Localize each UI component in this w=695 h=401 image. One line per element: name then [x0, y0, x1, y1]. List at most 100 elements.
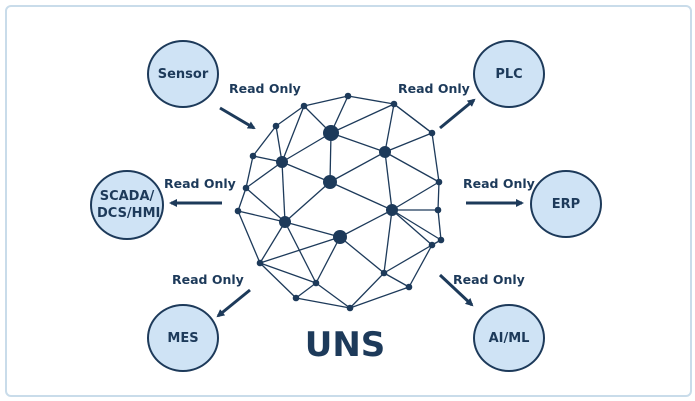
mesh-edge — [384, 132, 433, 153]
mesh-edge — [339, 209, 393, 238]
mes-connection-label: Read Only — [172, 272, 244, 287]
mesh-edge — [281, 161, 331, 183]
sensor-label: Sensor — [157, 66, 209, 82]
mesh-node — [434, 206, 442, 214]
mesh-node — [323, 175, 337, 189]
mesh-edge — [330, 103, 395, 134]
mesh-edges — [237, 95, 442, 309]
mesh-edge — [259, 236, 341, 264]
mesh-edge — [237, 187, 247, 212]
aiml-arrow — [438, 273, 474, 307]
mesh-node — [435, 178, 443, 186]
mesh-edge — [259, 262, 297, 299]
mesh-edge — [284, 181, 331, 223]
uns-title: UNS — [304, 325, 386, 365]
mesh-node — [276, 156, 288, 168]
sensor-arrow — [219, 106, 256, 130]
mesh-edge — [349, 272, 385, 309]
mesh-node — [344, 92, 352, 100]
mesh-edge — [391, 209, 433, 246]
mesh-edge — [303, 95, 349, 107]
mesh-edge — [437, 181, 440, 211]
erp-label: ERP — [551, 196, 581, 212]
scada-label: SCADA/ DCS/HMI — [97, 189, 161, 221]
mesh-edge — [329, 151, 386, 183]
mesh-edge — [252, 125, 277, 157]
mesh-node — [386, 204, 398, 216]
erp-node: ERP — [530, 170, 602, 238]
aiml-label: AI/ML — [488, 330, 530, 346]
mesh-edge — [245, 187, 286, 223]
mesh-node — [279, 216, 291, 228]
mesh-node — [346, 304, 354, 312]
mesh-node — [312, 279, 320, 287]
aiml-connection-label: Read Only — [453, 272, 525, 287]
mes-label: MES — [167, 330, 199, 346]
mesh-node — [390, 100, 398, 108]
mesh-node — [292, 294, 300, 302]
mesh-edge — [408, 244, 433, 288]
mesh-edge — [275, 105, 305, 127]
mesh-node — [333, 230, 347, 244]
mesh-edge — [391, 209, 442, 241]
mesh-edge — [275, 125, 283, 163]
mesh-edge — [281, 132, 332, 163]
mesh-edge — [295, 297, 351, 309]
mesh-node — [234, 207, 242, 215]
mesh-edge — [393, 103, 433, 134]
mesh-edge — [237, 210, 286, 223]
plc-connection-label: Read Only — [398, 81, 470, 96]
mesh-edge — [347, 95, 395, 105]
mesh-edge — [315, 236, 341, 284]
mesh-edge — [431, 132, 440, 183]
plc-arrow — [439, 98, 476, 130]
mesh-edge — [245, 155, 254, 189]
mesh-edge — [384, 151, 440, 183]
mes-node: MES — [147, 304, 219, 372]
mesh-node — [249, 152, 257, 160]
mesh-edge — [284, 221, 317, 284]
mesh-dots — [234, 92, 445, 312]
mesh-node — [323, 125, 339, 141]
mesh-edge — [384, 103, 395, 153]
mesh-node — [300, 102, 308, 110]
mesh-edge — [315, 282, 351, 309]
mesh-edge — [284, 221, 341, 238]
mesh-edge — [329, 132, 332, 183]
scada-connection-label: Read Only — [164, 176, 236, 191]
mesh-edge — [349, 286, 410, 309]
sensor-node: Sensor — [147, 40, 219, 108]
mesh-edge — [383, 209, 393, 274]
mesh-edge — [259, 221, 286, 264]
plc-label: PLC — [495, 66, 523, 82]
mesh-edge — [329, 181, 393, 211]
mesh-edge — [245, 161, 283, 189]
mesh-edge — [384, 151, 393, 211]
mesh-edge — [383, 272, 410, 288]
mesh-node — [428, 241, 436, 249]
mesh-node — [428, 129, 436, 137]
mesh-edge — [339, 236, 385, 274]
mesh-node — [256, 259, 264, 267]
mesh-edge — [237, 210, 261, 264]
mesh-node — [380, 269, 388, 277]
mesh-node — [242, 184, 250, 192]
plc-node: PLC — [473, 40, 545, 108]
mesh-node — [272, 122, 280, 130]
mesh-edge — [259, 262, 317, 284]
mesh-edge — [281, 105, 305, 163]
mesh-edge — [330, 132, 386, 153]
mesh-edge — [391, 181, 440, 211]
aiml-node: AI/ML — [473, 304, 545, 372]
mesh-node — [379, 146, 391, 158]
erp-connection-label: Read Only — [463, 176, 535, 191]
sensor-connection-label: Read Only — [229, 81, 301, 96]
scada-node: SCADA/ DCS/HMI — [90, 170, 164, 240]
mesh-node — [437, 236, 445, 244]
mesh-edge — [295, 282, 317, 299]
mesh-edge — [437, 209, 442, 241]
mes-arrow — [216, 288, 251, 318]
mesh-node — [405, 283, 413, 291]
mesh-edge — [281, 161, 286, 223]
